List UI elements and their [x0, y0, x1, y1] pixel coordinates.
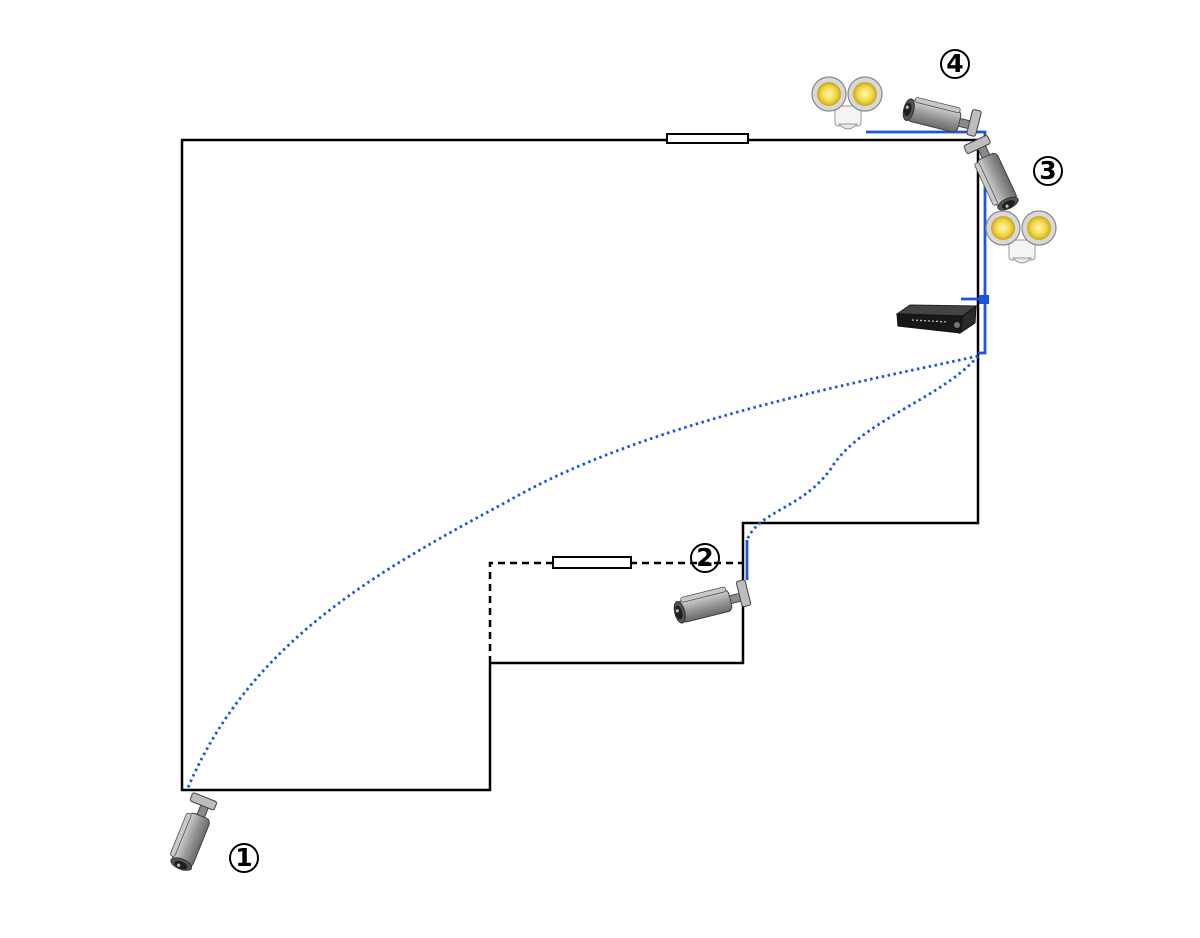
window-top: [666, 133, 749, 144]
camera-1-icon: [164, 791, 219, 874]
svg-text:1: 1: [235, 843, 252, 872]
camera-label-3: 3: [1033, 156, 1063, 186]
dvr-recorder-icon: [895, 304, 978, 335]
svg-text:2: 2: [696, 543, 713, 572]
camera-label-4: 4: [940, 49, 970, 79]
camera-3-icon: [962, 134, 1021, 216]
camera-label-1: 1: [229, 843, 259, 873]
camera-label-2: 2: [690, 543, 720, 573]
floodlight-right-icon: [985, 210, 1057, 264]
svg-text:4: 4: [946, 49, 963, 78]
exterior-wall: [180, 138, 980, 792]
floodlight-top-icon: [811, 76, 883, 130]
svg-text:3: 3: [1039, 156, 1056, 185]
dotted-cable-runs: [185, 354, 980, 791]
window-inner: [552, 556, 632, 569]
cable-junction: [979, 295, 989, 304]
interior-dashed-wall: [488, 561, 743, 663]
wired-cables: [745, 130, 987, 580]
camera-2-icon: [670, 579, 752, 625]
